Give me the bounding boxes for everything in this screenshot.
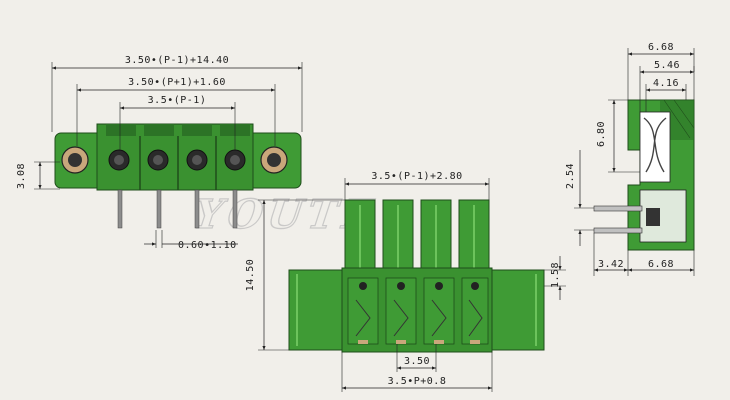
dim-body-height: 6.80 xyxy=(596,121,607,147)
mounting-screw-right xyxy=(260,146,288,174)
side-view: 6.68 5.46 4.16 6.80 2.54 3.42 6.68 xyxy=(565,42,695,276)
top-view: 3.5•(P-1)+2.80 14.50 1.58 3.50 3.5•P+0.8 xyxy=(245,171,566,392)
front-ridge xyxy=(144,124,174,136)
top-cell xyxy=(385,277,417,345)
wire-entry xyxy=(108,149,130,171)
wire-entry xyxy=(186,149,208,171)
front-pin xyxy=(117,189,123,229)
front-pin xyxy=(194,189,200,229)
side-lead-lower xyxy=(593,227,643,234)
spring-clamp xyxy=(643,117,667,173)
wire-entry xyxy=(147,149,169,171)
dim-top-width: 4.16 xyxy=(653,78,679,89)
front-ridge xyxy=(182,124,212,136)
front-ridge xyxy=(106,124,136,136)
dim-pin-size: 0.60•1.10 xyxy=(178,240,237,251)
side-lead-upper xyxy=(593,205,643,212)
dim-body-width: 3.5•P+0.8 xyxy=(388,376,447,387)
top-cell xyxy=(461,277,489,345)
dim-header-width: 3.5•(P-1)+2.80 xyxy=(371,171,462,182)
dim-pitch: 3.50 xyxy=(404,356,430,367)
front-view: 3.50•(P-1)+14.40 3.50•(P+1)+1.60 3.5•(P-… xyxy=(16,55,303,251)
top-cell xyxy=(347,277,379,345)
dim-total-height: 14.50 xyxy=(245,259,256,292)
dim-lead-length: 3.42 xyxy=(598,259,624,270)
front-pin xyxy=(232,189,238,229)
dim-upper-width: 5.46 xyxy=(654,60,680,71)
dim-overall-width: 3.50•(P-1)+14.40 xyxy=(125,55,229,66)
dim-flange-height: 3.08 xyxy=(16,163,27,189)
dim-mount-height: 1.58 xyxy=(550,262,561,288)
dim-inner-width: 3.50•(P+1)+1.60 xyxy=(128,77,226,88)
wire-entry xyxy=(224,149,246,171)
mounting-screw-left xyxy=(61,146,89,174)
dim-total-depth: 6.68 xyxy=(648,42,674,53)
dim-base-depth: 6.68 xyxy=(648,259,674,270)
top-cell xyxy=(423,277,455,345)
contact-block xyxy=(646,208,660,226)
dim-pin-pitch-vertical: 2.54 xyxy=(565,163,576,189)
dim-pitch-span: 3.5•(P-1) xyxy=(148,95,207,106)
front-pin xyxy=(156,189,162,229)
